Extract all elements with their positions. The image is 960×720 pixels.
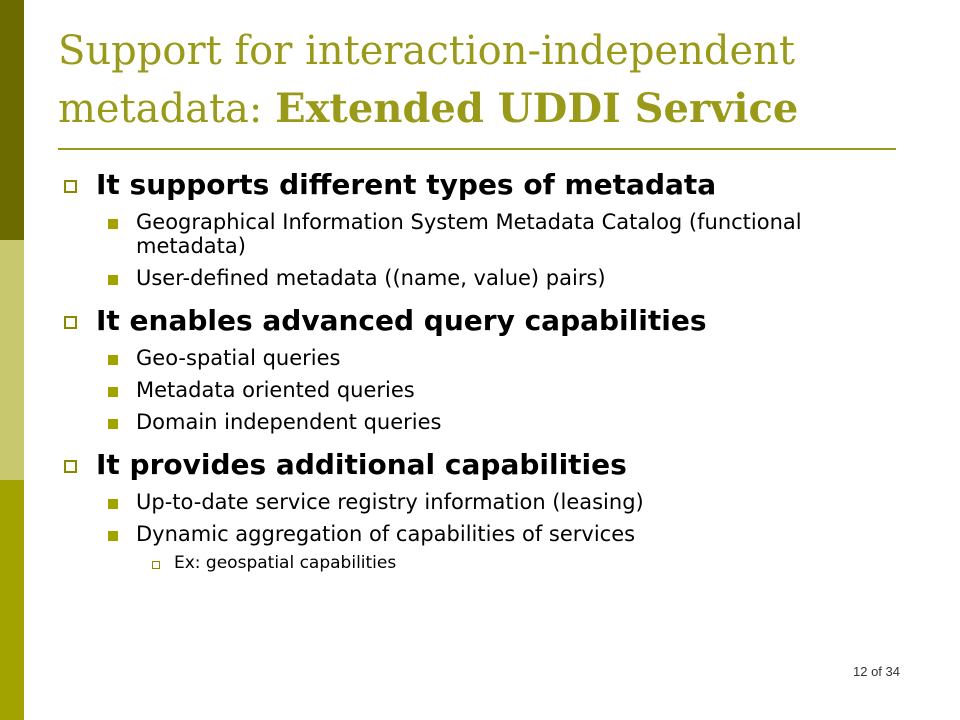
list-item: Dynamic aggregation of capabilities of s… — [64, 522, 896, 546]
list-item: Domain independent queries — [64, 410, 896, 434]
title-bold: Extended UDDI Service — [275, 85, 799, 132]
section-heading: It enables advanced query capabilities — [64, 304, 924, 338]
section-heading: It supports different types of metadata — [64, 168, 924, 202]
small-hollow-square-bullet-icon — [152, 561, 160, 569]
list-item: Geo-spatial queries — [64, 346, 896, 370]
square-bullet-icon — [108, 387, 118, 397]
square-bullet-icon — [108, 531, 118, 541]
list-item: Up-to-date service registry information … — [64, 490, 896, 514]
square-bullet-icon — [108, 499, 118, 509]
square-bullet-icon — [108, 219, 118, 229]
side-bar-middle — [0, 240, 24, 480]
square-bullet-icon — [108, 275, 118, 285]
title-divider — [58, 148, 896, 150]
slide-title: Support for interaction-independent meta… — [58, 22, 938, 138]
square-bullet-icon — [108, 355, 118, 365]
title-normal: Support for interaction-independent meta… — [58, 28, 795, 132]
page-number: 12 of 34 — [853, 664, 900, 679]
hollow-square-bullet-icon — [64, 180, 77, 193]
list-item: Geographical Information System Metadata… — [64, 210, 896, 258]
square-bullet-icon — [108, 419, 118, 429]
hollow-square-bullet-icon — [64, 316, 77, 329]
slide-body: It supports different types of metadata … — [64, 168, 924, 574]
side-bar-bottom — [0, 480, 24, 720]
section-heading: It provides additional capabilities — [64, 448, 924, 482]
list-item: User-defined metadata ((name, value) pai… — [64, 266, 896, 290]
sub-list-item: Ex: geospatial capabilities — [64, 552, 924, 574]
list-item: Metadata oriented queries — [64, 378, 896, 402]
hollow-square-bullet-icon — [64, 460, 77, 473]
side-bar-top — [0, 0, 24, 240]
